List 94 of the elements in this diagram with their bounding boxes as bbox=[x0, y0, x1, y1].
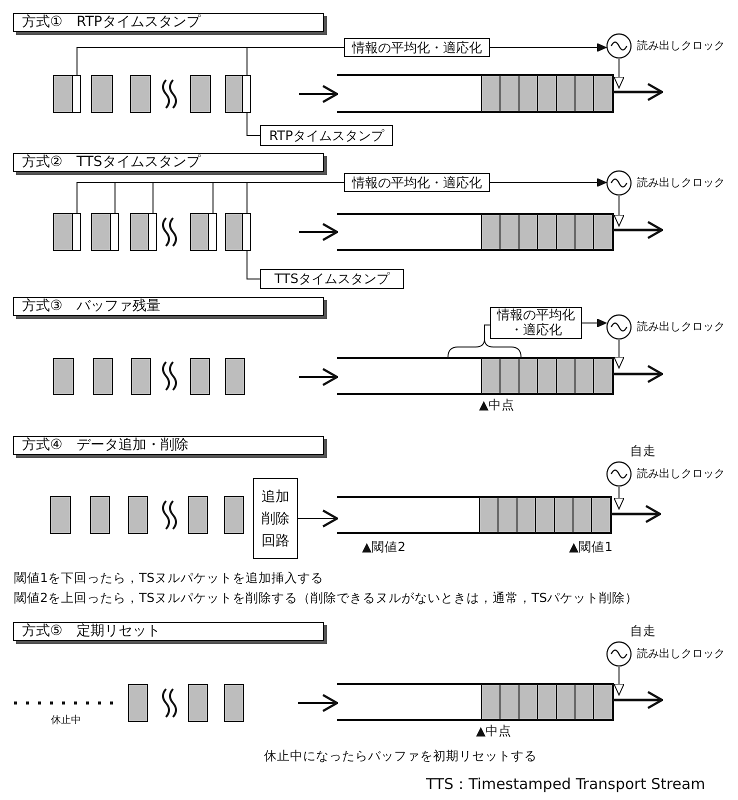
arrow bbox=[612, 504, 662, 524]
annotation-text: 休止中 bbox=[51, 714, 81, 728]
arrow bbox=[614, 220, 664, 240]
packet-block bbox=[131, 358, 151, 395]
arrow bbox=[614, 196, 624, 226]
section-heading bbox=[13, 153, 324, 172]
packet-block bbox=[190, 75, 211, 113]
info-box bbox=[260, 125, 393, 146]
arrow bbox=[299, 368, 338, 386]
leader-line bbox=[246, 112, 260, 136]
packet-block bbox=[130, 75, 151, 113]
clock-label: 読み出しクロック bbox=[637, 176, 725, 189]
circuit-box bbox=[253, 478, 298, 559]
annotation-text: 閾値1を下回ったら，TSヌルパケットを追加挿入する bbox=[14, 570, 324, 586]
info-box bbox=[490, 307, 582, 339]
packet-block bbox=[224, 684, 244, 722]
packet-block bbox=[53, 75, 81, 113]
connector-line bbox=[246, 47, 344, 76]
box-text: 追加削除回路 bbox=[260, 488, 290, 550]
section-heading bbox=[13, 297, 324, 316]
section-heading bbox=[13, 436, 324, 455]
packet-block bbox=[130, 213, 157, 251]
buffer-queue bbox=[337, 74, 614, 113]
packet-block bbox=[224, 496, 244, 534]
packet-block bbox=[53, 213, 81, 251]
oscillator-symbol bbox=[606, 33, 632, 59]
clock-label: 読み出しクロック bbox=[637, 467, 725, 480]
packet-block bbox=[190, 213, 217, 251]
packet-block bbox=[128, 496, 148, 534]
brace-connector bbox=[448, 324, 522, 358]
packet-block bbox=[225, 75, 251, 113]
box-text: 情報の平均化・適応化 bbox=[352, 174, 482, 192]
arrow bbox=[614, 690, 664, 710]
packet-block bbox=[188, 496, 208, 534]
info-box bbox=[344, 38, 490, 57]
arrow bbox=[614, 486, 624, 510]
box-text: 情報の平均化・適応化 bbox=[352, 40, 482, 56]
packet-block bbox=[128, 684, 148, 722]
arrow bbox=[614, 82, 664, 102]
clock-label: 読み出しクロック bbox=[637, 320, 725, 333]
heading-text: 方式④ データ追加・削除 bbox=[22, 437, 189, 453]
packet-block bbox=[225, 213, 251, 251]
arrow bbox=[299, 84, 338, 104]
packet-block bbox=[90, 496, 110, 534]
packet-block bbox=[93, 358, 113, 395]
packet-block bbox=[91, 75, 113, 113]
arrow bbox=[490, 43, 606, 52]
mode-note: 自走 bbox=[630, 624, 656, 637]
oscillator-symbol bbox=[606, 641, 632, 667]
clock-label: 読み出しクロック bbox=[637, 39, 725, 52]
oscillator-symbol bbox=[606, 170, 632, 196]
box-text: 情報の平均化・適応化 bbox=[496, 308, 576, 338]
footnote: TTS：Timestamped Transport Stream bbox=[426, 776, 706, 792]
buffer-queue bbox=[337, 496, 612, 534]
heading-text: 方式⑤ 定期リセット bbox=[22, 623, 161, 639]
arrow bbox=[614, 58, 624, 88]
arrow bbox=[614, 666, 624, 696]
section-heading bbox=[13, 622, 324, 641]
packet-block bbox=[91, 213, 119, 251]
annotation-text: 休止中になったらバッファを初期リセットする bbox=[264, 748, 537, 764]
arrow bbox=[298, 694, 338, 712]
packet-block bbox=[188, 684, 208, 722]
heading-text: 方式① RTPタイムスタンプ bbox=[22, 14, 200, 30]
arrow bbox=[614, 364, 664, 384]
section-heading bbox=[13, 13, 324, 32]
arrow bbox=[614, 340, 624, 368]
buffer-queue bbox=[337, 357, 614, 395]
marker-label: ▲閾値2 bbox=[362, 539, 406, 555]
packet-block bbox=[53, 358, 74, 395]
arrow bbox=[582, 318, 606, 328]
arrow bbox=[298, 509, 338, 528]
buffer-queue bbox=[337, 213, 614, 251]
box-text: TTSタイムスタンプ bbox=[274, 271, 390, 288]
clock-label: 読み出しクロック bbox=[637, 647, 725, 660]
buffer-queue bbox=[337, 683, 614, 721]
arrow bbox=[490, 178, 606, 187]
oscillator-symbol bbox=[606, 314, 632, 340]
marker-label: ▲閾値1 bbox=[569, 539, 613, 555]
packet-block bbox=[190, 358, 210, 395]
packet-block bbox=[225, 358, 245, 395]
leader-line bbox=[246, 250, 260, 280]
arrow bbox=[299, 222, 338, 242]
annotation-text: 閾値2を上回ったら，TSヌルパケットを削除する（削除できるヌルがないときは，通常，TSパケット削除） bbox=[14, 590, 638, 606]
mode-note: 自走 bbox=[630, 444, 656, 457]
info-box bbox=[260, 269, 404, 289]
marker-label: ▲中点 bbox=[476, 723, 512, 739]
marker-label: ▲中点 bbox=[479, 397, 515, 413]
info-box bbox=[344, 173, 490, 192]
heading-text: 方式② TTSタイムスタンプ bbox=[22, 154, 200, 170]
packet-block bbox=[50, 496, 71, 534]
oscillator-symbol bbox=[606, 461, 632, 487]
box-text: RTPタイムスタンプ bbox=[269, 128, 384, 144]
connector-line bbox=[246, 182, 344, 214]
heading-text: 方式③ バッファ残量 bbox=[22, 298, 161, 314]
